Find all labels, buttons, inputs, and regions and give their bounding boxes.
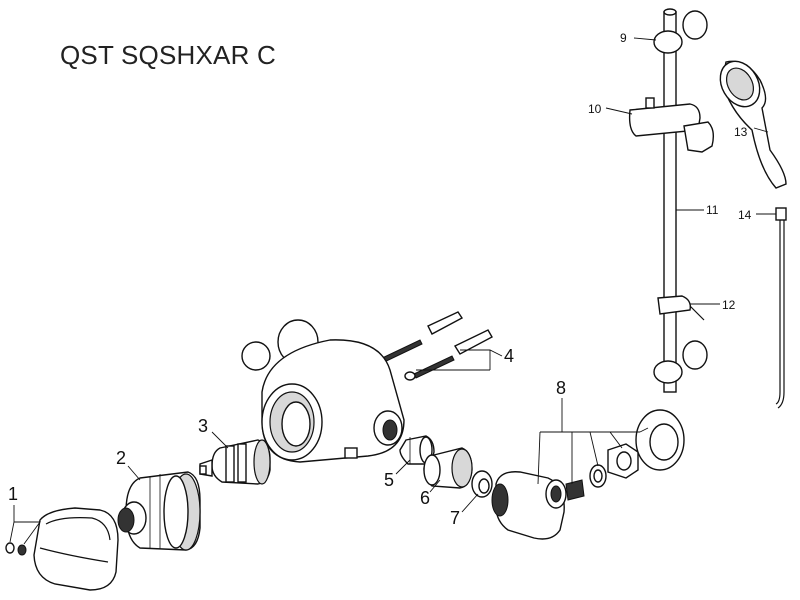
callout-12: 12 — [722, 298, 736, 312]
callout-7: 7 — [450, 508, 460, 528]
part-7-washer — [471, 470, 493, 498]
part-1-control-knob — [5, 507, 119, 591]
callout-3: 3 — [198, 416, 208, 436]
part-6-sleeve — [423, 447, 473, 489]
part-13-shower-handset — [719, 60, 787, 189]
part-8-outlet-elbow — [491, 409, 685, 540]
callout-8: 8 — [556, 378, 566, 398]
callout-11: 11 — [706, 203, 719, 217]
diagram-title: QST SQSHXAR C — [60, 40, 276, 70]
callout-9: 9 — [620, 31, 627, 45]
valve-body — [241, 319, 405, 463]
callout-13: 13 — [734, 125, 748, 139]
callout-2: 2 — [116, 448, 126, 468]
callout-14: 14 — [738, 208, 752, 222]
part-14-hose — [775, 207, 787, 409]
callout-6: 6 — [420, 488, 430, 508]
callout-5: 5 — [384, 470, 394, 490]
callout-1: 1 — [8, 484, 18, 504]
callout-numbers: 1 2 3 4 5 6 7 8 9 10 11 12 13 14 — [8, 31, 752, 528]
part-11-riser-rail — [628, 8, 715, 393]
part-3-flow-cartridge — [199, 439, 271, 485]
part-5-check-valve — [399, 435, 435, 465]
part-2-thermostatic-cartridge — [117, 471, 201, 551]
callout-10: 10 — [588, 102, 602, 116]
part-4-fixings — [377, 311, 493, 381]
callout-4: 4 — [504, 346, 514, 366]
callout-lines — [9, 37, 776, 545]
